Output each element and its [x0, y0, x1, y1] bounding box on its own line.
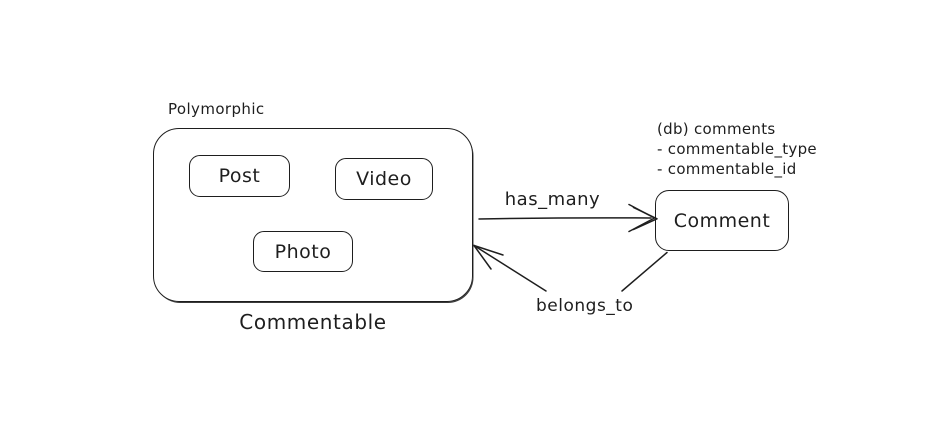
photo-node-label: Photo [274, 240, 332, 263]
belongs-to-arrow[interactable] [473, 244, 668, 292]
has-many-arrow[interactable] [478, 203, 658, 233]
polymorphic-label[interactable]: Polymorphic [168, 100, 265, 118]
commentable-group-box[interactable] [153, 128, 473, 302]
annotation-line-commentable-id: - commentable_id [657, 160, 797, 178]
belongs-to-arrow-label[interactable]: belongs_to [536, 296, 634, 316]
comment-node[interactable]: Comment [655, 190, 789, 251]
annotation-line-db: (db) comments [657, 120, 776, 138]
comment-db-annotation[interactable]: (db) comments - commentable_type - comme… [657, 119, 817, 179]
post-node-label: Post [218, 165, 261, 187]
post-node[interactable]: Post [189, 155, 290, 197]
video-node-label: Video [356, 168, 412, 190]
photo-node[interactable]: Photo [253, 231, 353, 272]
annotation-line-commentable-type: - commentable_type [657, 140, 817, 158]
commentable-group-label[interactable]: Commentable [239, 310, 387, 334]
video-node[interactable]: Video [335, 158, 433, 200]
has-many-arrow-label[interactable]: has_many [504, 189, 601, 210]
comment-node-label: Comment [673, 209, 771, 232]
